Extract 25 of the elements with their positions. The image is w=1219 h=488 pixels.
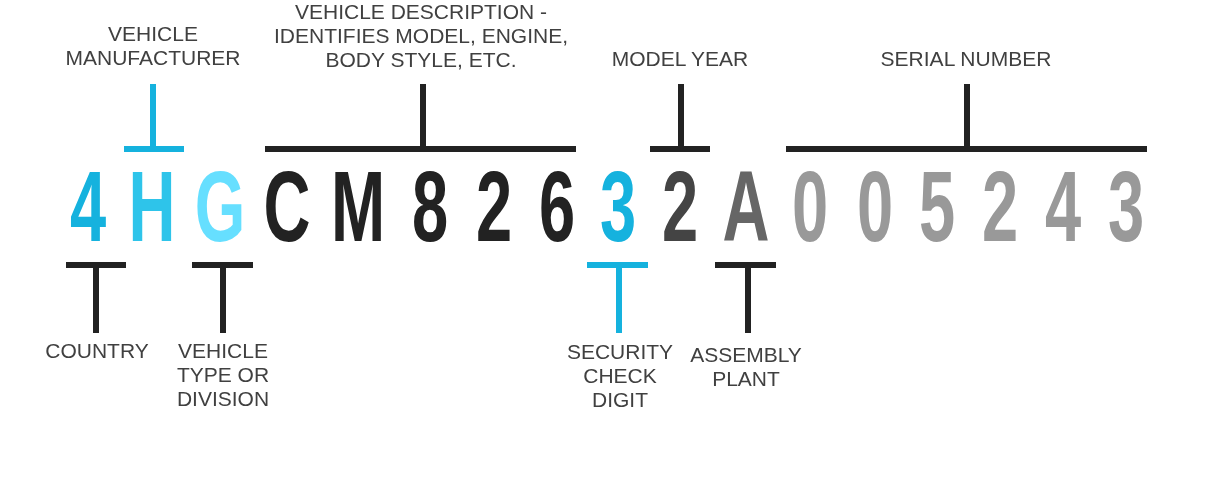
annotation-label: SERIAL NUMBER bbox=[879, 47, 1053, 71]
annotation-label: MODEL YEAR bbox=[610, 47, 750, 71]
annotation-label: VEHICLE TYPE OR DIVISION bbox=[175, 339, 271, 411]
vin-character: 3 bbox=[1106, 170, 1146, 242]
vin-character: 2 bbox=[660, 170, 700, 242]
vin-character: 8 bbox=[410, 170, 450, 242]
vin-character: 5 bbox=[917, 170, 957, 242]
vin-character: A bbox=[721, 170, 771, 242]
vin-character: C bbox=[262, 170, 312, 242]
vin-character: 2 bbox=[474, 170, 514, 242]
annotation-label: SECURITY CHECK DIGIT bbox=[565, 340, 675, 412]
vin-character: 0 bbox=[790, 170, 830, 242]
vin-character: 0 bbox=[855, 170, 895, 242]
vin-character: 3 bbox=[598, 170, 638, 242]
vin-character: 4 bbox=[68, 170, 108, 242]
vin-character: 4 bbox=[1043, 170, 1083, 242]
vin-character: M bbox=[329, 170, 387, 242]
vin-character: G bbox=[193, 170, 247, 242]
vin-character: 2 bbox=[980, 170, 1020, 242]
annotation-label: VEHICLE MANUFACTURER bbox=[64, 22, 242, 70]
annotation-label: VEHICLE DESCRIPTION - IDENTIFIES MODEL, ENGINE, BODY STYLE, ETC. bbox=[272, 0, 569, 72]
vin-character: H bbox=[127, 170, 177, 242]
vin-character: 6 bbox=[537, 170, 577, 242]
annotation-label: COUNTRY bbox=[44, 339, 150, 363]
annotation-label: ASSEMBLY PLANT bbox=[689, 343, 803, 391]
